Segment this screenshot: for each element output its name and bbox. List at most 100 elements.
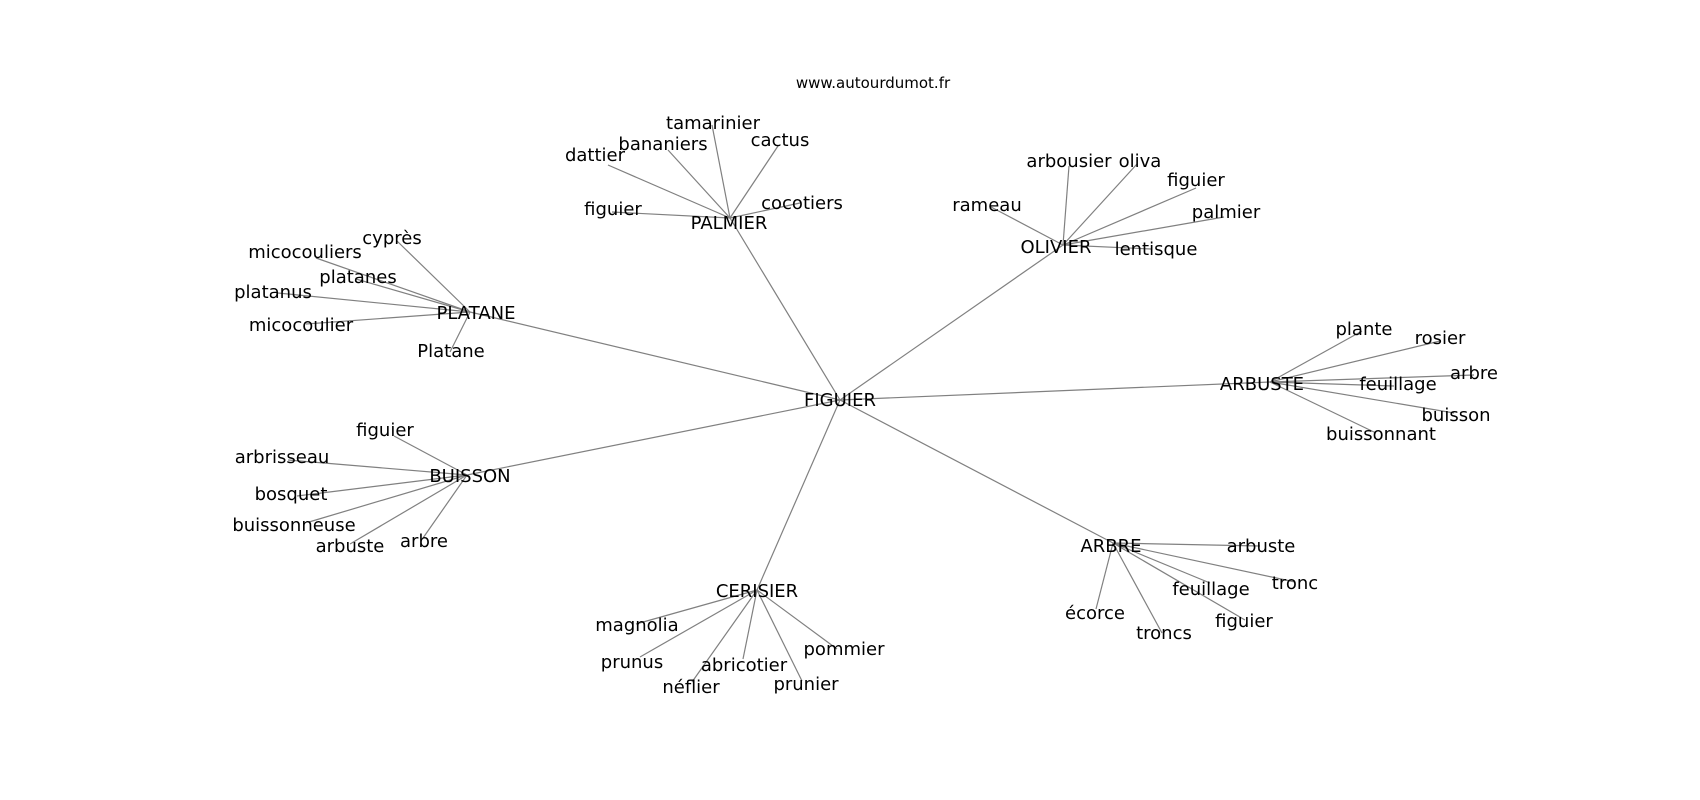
- edge-arbre-leaf: [1112, 542, 1211, 584]
- edge-figuier-palmier: [729, 217, 841, 401]
- edge-buisson-leaf: [422, 474, 468, 539]
- edge-platane-leaf: [396, 240, 471, 313]
- leaf-word[interactable]: tamarinier: [666, 113, 761, 134]
- leaf-word[interactable]: cyprès: [362, 228, 421, 249]
- edge-platane-leaf: [305, 311, 471, 325]
- leaf-word[interactable]: arbuste: [1227, 536, 1296, 557]
- edge-buisson-leaf: [393, 435, 468, 476]
- edge-arbre-leaf: [1112, 542, 1261, 547]
- site-url[interactable]: www.autourdumot.fr: [796, 74, 951, 92]
- edge-cerisier-leaf: [756, 589, 803, 682]
- hub-word-platane[interactable]: PLATANE: [437, 303, 516, 324]
- leaf-word[interactable]: prunier: [773, 674, 839, 695]
- leaf-word[interactable]: figuier: [1167, 170, 1225, 191]
- leaf-word[interactable]: tronc: [1272, 573, 1318, 594]
- edge-buisson-leaf: [287, 459, 468, 476]
- edge-palmier-leaf: [729, 202, 801, 219]
- leaf-word[interactable]: rosier: [1415, 328, 1466, 349]
- hub-word-cerisier[interactable]: CERISIER: [716, 581, 798, 602]
- edge-platane-leaf: [315, 257, 471, 313]
- leaf-word[interactable]: magnolia: [595, 615, 678, 636]
- leaf-word[interactable]: prunus: [601, 652, 663, 673]
- hub-word-palmier[interactable]: PALMIER: [691, 213, 768, 234]
- leaf-word[interactable]: Platane: [417, 341, 484, 362]
- edge-arbuste-leaf: [1269, 381, 1455, 414]
- leaf-word[interactable]: oliva: [1119, 151, 1162, 172]
- leaf-word[interactable]: buisson: [1421, 405, 1490, 426]
- leaf-word[interactable]: arbuste: [316, 536, 385, 557]
- edge-palmier-leaf: [729, 145, 779, 219]
- edge-figuier-platane: [469, 311, 841, 401]
- edge-olivier-leaf: [1062, 187, 1197, 246]
- edge-arbuste-leaf: [1269, 381, 1395, 387]
- edge-cerisier-leaf: [635, 589, 758, 625]
- edge-buisson-leaf: [308, 474, 468, 523]
- edge-cerisier-leaf: [691, 589, 758, 683]
- edge-cerisier-leaf: [756, 589, 838, 650]
- edge-arbuste-leaf: [1269, 330, 1363, 383]
- edge-buisson-leaf: [296, 474, 468, 497]
- leaf-word[interactable]: bananiers: [618, 134, 707, 155]
- leaf-word[interactable]: dattier: [565, 145, 626, 166]
- leaf-word[interactable]: écorce: [1065, 603, 1125, 624]
- leaf-word[interactable]: troncs: [1136, 623, 1192, 644]
- hub-word-arbuste[interactable]: ARBUSTE: [1220, 374, 1304, 395]
- edge-cerisier-leaf: [639, 589, 758, 658]
- edge-olivier-leaf: [1062, 244, 1152, 250]
- edge-arbre-leaf: [1095, 542, 1114, 610]
- edge-arbuste-leaf: [1269, 381, 1377, 434]
- hub-word-arbre[interactable]: ARBRE: [1080, 536, 1141, 557]
- leaf-word[interactable]: platanus: [234, 282, 312, 303]
- leaf-word[interactable]: arbrisseau: [235, 447, 330, 468]
- leaf-word[interactable]: pommier: [804, 639, 886, 660]
- edge-palmier-leaf: [667, 149, 731, 219]
- leaf-word[interactable]: figuier: [584, 199, 642, 220]
- leaf-word[interactable]: lentisque: [1115, 239, 1198, 260]
- leaf-word[interactable]: buissonnant: [1326, 424, 1436, 445]
- edge-platane-leaf: [277, 292, 471, 313]
- leaf-word[interactable]: buissonneuse: [232, 515, 355, 536]
- edge-figuier-buisson: [466, 399, 841, 476]
- leaf-word[interactable]: abricotier: [701, 655, 788, 676]
- leaf-word[interactable]: figuier: [1215, 611, 1273, 632]
- edge-arbuste-leaf: [1269, 374, 1475, 383]
- leaf-word[interactable]: feuillage: [1172, 579, 1249, 600]
- edge-cerisier-leaf: [742, 589, 758, 660]
- leaf-word[interactable]: palmier: [1192, 202, 1261, 223]
- hub-word-olivier[interactable]: OLIVIER: [1020, 237, 1091, 258]
- edge-olivier-leaf: [1062, 165, 1070, 246]
- edge-arbuste-leaf: [1269, 340, 1441, 383]
- leaf-word[interactable]: micocouliers: [248, 242, 362, 263]
- leaf-word[interactable]: rameau: [952, 195, 1021, 216]
- leaf-word[interactable]: platanes: [319, 267, 396, 288]
- edge-platane-leaf: [355, 278, 471, 313]
- edges-layer: [277, 124, 1475, 683]
- leaf-word[interactable]: cactus: [751, 130, 810, 151]
- edge-olivier-leaf: [1062, 216, 1225, 246]
- edge-buisson-leaf: [349, 474, 468, 545]
- edge-figuier-arbuste: [839, 381, 1271, 401]
- edge-arbre-leaf: [1112, 542, 1163, 634]
- leaf-word[interactable]: plante: [1336, 319, 1393, 340]
- leaf-word[interactable]: bosquet: [255, 484, 328, 505]
- leaf-word[interactable]: néflier: [662, 677, 720, 698]
- edge-figuier-cerisier: [756, 399, 841, 591]
- edge-platane-leaf: [449, 311, 471, 353]
- edge-palmier-leaf: [611, 211, 731, 219]
- leaf-word[interactable]: arbousier: [1026, 151, 1112, 172]
- edge-palmier-leaf: [607, 164, 731, 219]
- leaf-word[interactable]: arbre: [1450, 363, 1498, 384]
- leaf-word[interactable]: feuillage: [1359, 374, 1436, 395]
- labels-layer: www.autourdumot.fr dattierbananierstamar…: [232, 74, 1498, 698]
- center-word[interactable]: FIGUIER: [804, 390, 876, 411]
- hub-word-buisson[interactable]: BUISSON: [429, 466, 510, 487]
- edge-olivier-leaf: [1062, 163, 1138, 246]
- edge-arbre-leaf: [1112, 542, 1246, 621]
- leaf-word[interactable]: figuier: [356, 420, 414, 441]
- leaf-word[interactable]: micocoulier: [249, 315, 354, 336]
- leaf-word[interactable]: cocotiers: [761, 193, 843, 214]
- edge-figuier-arbre: [839, 399, 1114, 544]
- leaf-word[interactable]: arbre: [400, 531, 448, 552]
- edge-arbre-leaf: [1112, 542, 1296, 583]
